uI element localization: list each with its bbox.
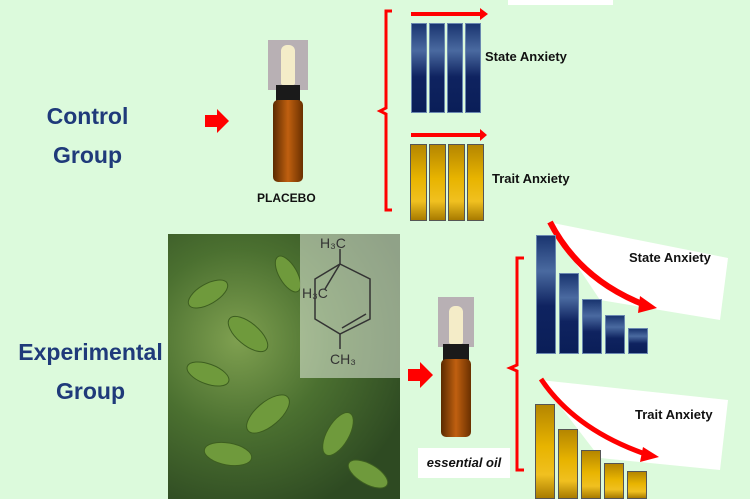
- experimental-trait-bar-5: [627, 471, 647, 499]
- control-trait-bar-3: [448, 144, 465, 221]
- experimental-state-decrease-arrow-icon: [547, 220, 647, 308]
- control-state-bar-4: [465, 23, 481, 113]
- control-group-title: Control Group: [20, 97, 155, 175]
- control-arrow-icon: [205, 109, 229, 133]
- experimental-state-label: State Anxiety: [629, 250, 711, 265]
- experimental-state-bar-3: [582, 299, 602, 354]
- essential-oil-bottle-image: [438, 297, 474, 440]
- svg-text:CH₃: CH₃: [330, 351, 356, 367]
- svg-text:H₃C: H₃C: [302, 285, 328, 301]
- experimental-trait-label: Trait Anxiety: [635, 407, 713, 422]
- control-state-bar-2: [429, 23, 445, 113]
- control-trait-bar-1: [410, 144, 427, 221]
- control-state-label: State Anxiety: [485, 49, 567, 64]
- control-brace-icon: [376, 9, 392, 212]
- experimental-trait-bar-1: [535, 404, 555, 499]
- control-trait-label: Trait Anxiety: [492, 171, 570, 186]
- control-state-flat-arrow-icon: [411, 8, 488, 20]
- svg-text:H₃C: H₃C: [320, 235, 346, 251]
- control-state-bar-3: [447, 23, 463, 113]
- experimental-arrow-icon: [408, 362, 433, 388]
- top-white-box: [508, 0, 613, 5]
- experimental-state-bar-5: [628, 327, 648, 354]
- control-trait-bar-4: [467, 144, 484, 221]
- experimental-brace-icon: [506, 256, 524, 472]
- trait-label-panel: [540, 380, 728, 470]
- experimental-state-bar-1: [536, 235, 556, 354]
- control-trait-bar-2: [429, 144, 446, 221]
- control-trait-flat-arrow-icon: [411, 129, 487, 141]
- experimental-title-line1: Experimental: [18, 339, 163, 365]
- placebo-bottle-image: [268, 40, 308, 185]
- control-state-bar-1: [411, 23, 427, 113]
- experimental-trait-bar-3: [581, 449, 601, 499]
- essential-oil-label: essential oil: [418, 448, 510, 478]
- experimental-state-bar-2: [559, 273, 579, 354]
- plant-photo: H₃C H₃C CH₃: [168, 234, 400, 499]
- experimental-trait-bar-2: [558, 428, 578, 499]
- control-title-line1: Control: [46, 103, 129, 129]
- experimental-title-line2: Group: [56, 378, 125, 404]
- experimental-trait-decrease-arrow-icon: [538, 377, 649, 458]
- experimental-trait-bar-4: [604, 462, 624, 499]
- control-title-line2: Group: [53, 142, 122, 168]
- experimental-group-title: Experimental Group: [8, 333, 173, 411]
- placebo-label: PLACEBO: [257, 191, 316, 205]
- experimental-state-bar-4: [605, 314, 625, 354]
- molecule-structure-icon: H₃C H₃C CH₃: [300, 234, 400, 378]
- state-label-panel: [548, 222, 728, 320]
